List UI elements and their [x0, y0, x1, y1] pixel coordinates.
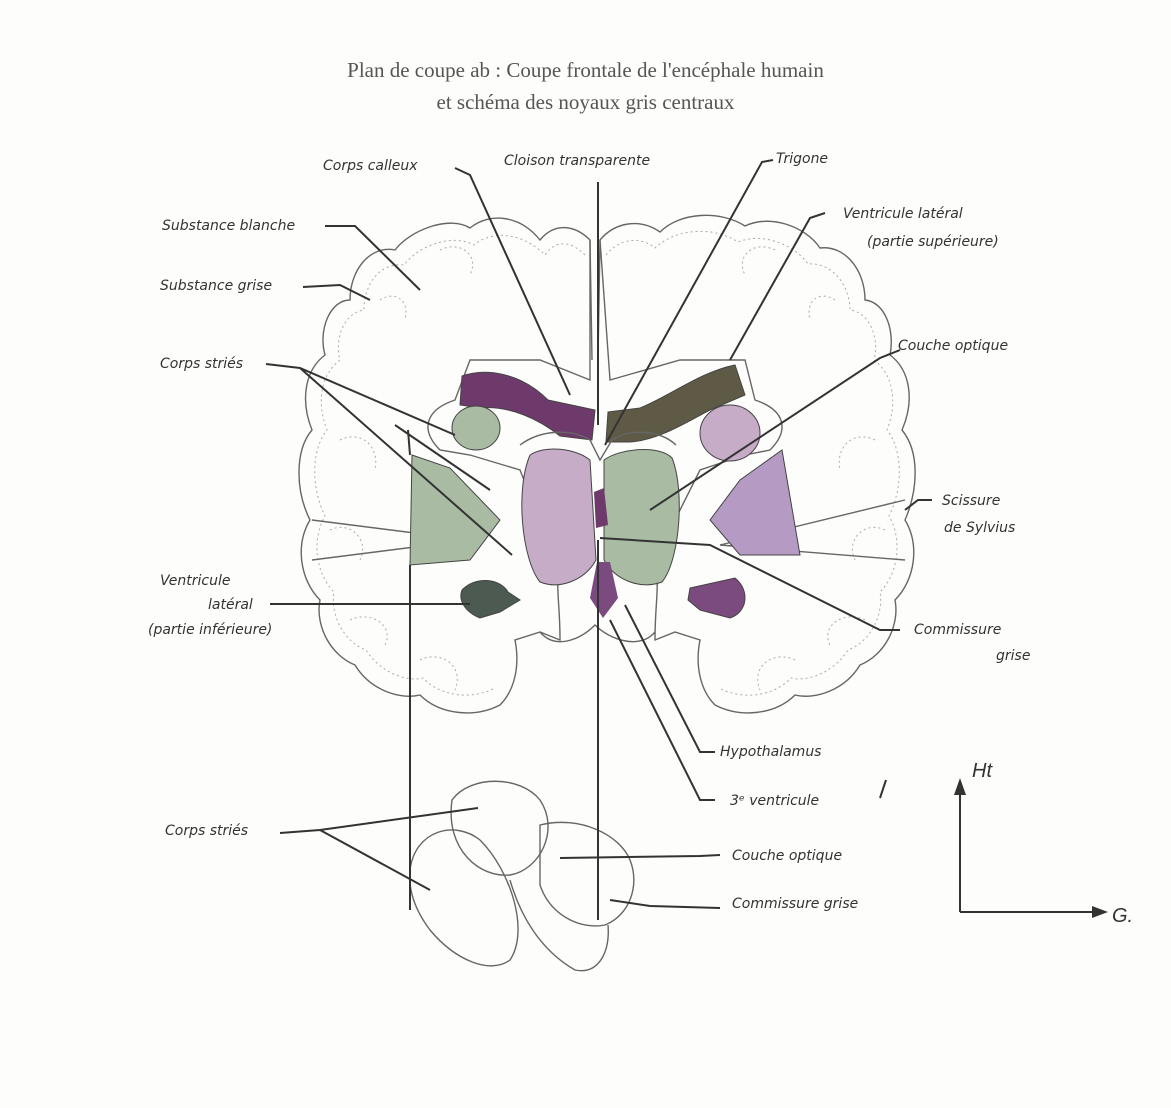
label-substance-blanche: Substance blanche	[162, 218, 295, 234]
leader-ventricule-sup	[730, 213, 825, 360]
label-corps-stries-bottom: Corps striés	[165, 823, 248, 839]
axis-up-arrow-icon	[954, 778, 966, 795]
schematic-thalamus-tail	[510, 880, 608, 971]
label-commissure-grise-1: Commissure	[914, 622, 1001, 638]
label-cloison-transparente: Cloison transparente	[504, 153, 650, 169]
label-trigone: Trigone	[776, 151, 828, 167]
label-commissure-grise-2: grise	[996, 648, 1030, 664]
label-ventricule-lateral-sup-2: (partie supérieure)	[867, 234, 999, 250]
thalamus-right	[604, 450, 679, 585]
nuclei	[410, 365, 800, 618]
caudate-nucleus-right	[700, 405, 760, 461]
orientation-axes: Ht G.	[880, 760, 1133, 927]
leader-substance-grise	[303, 285, 370, 300]
lentiform-nucleus-right	[710, 450, 800, 555]
caudate-nucleus-left	[452, 406, 500, 450]
label-scissure-1: Scissure	[942, 493, 1000, 509]
label-scissure-2: de Sylvius	[944, 520, 1015, 536]
axis-label-right: G.	[1112, 905, 1133, 927]
schematic-thalamus	[540, 822, 634, 926]
leader-couche-optique-bottom	[560, 855, 720, 858]
label-corps-stries-top: Corps striés	[160, 356, 243, 372]
lentiform-nucleus-left	[410, 455, 500, 565]
stray-mark	[880, 780, 886, 798]
lateral-ventricle-left-inferior	[461, 580, 520, 618]
label-hypothalamus: Hypothalamus	[720, 744, 821, 760]
leader-lines	[266, 160, 932, 920]
leader-corps-stries-bottom	[280, 808, 478, 890]
label-3e-ventricule: 3ᵉ ventricule	[730, 793, 819, 809]
vertical-projection-right	[408, 430, 410, 455]
label-substance-grise: Substance grise	[160, 278, 272, 294]
label-commissure-grise-bottom: Commissure grise	[732, 896, 858, 912]
label-ventricule-lateral-inf-2: latéral	[208, 597, 253, 613]
lateral-ventricle-right-inferior	[688, 578, 745, 618]
axis-right-arrow-icon	[1092, 906, 1108, 918]
thalamus-left	[522, 449, 596, 585]
label-ventricule-lateral-inf-3: (partie inférieure)	[148, 622, 272, 638]
label-ventricule-lateral-inf-1: Ventricule	[160, 573, 230, 589]
basal-ganglia-schematic	[410, 781, 634, 970]
left-gyri-inner	[330, 247, 473, 690]
leader-corps-calleux	[455, 168, 570, 395]
label-couche-optique-top: Couche optique	[898, 338, 1008, 354]
label-corps-calleux: Corps calleux	[323, 158, 418, 174]
schematic-striatum-upper	[451, 781, 548, 875]
label-ventricule-lateral-sup-1: Ventricule latéral	[843, 206, 963, 222]
schematic-striatum-lower	[410, 830, 518, 966]
axis-label-up: Ht	[972, 760, 993, 782]
label-couche-optique-bottom: Couche optique	[732, 848, 842, 864]
